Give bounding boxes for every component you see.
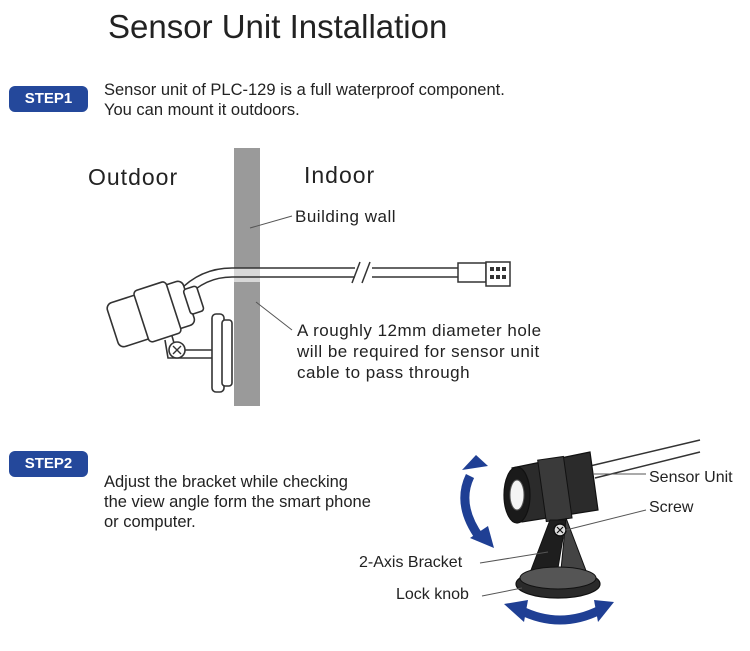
sensor-unit-perspective bbox=[503, 451, 599, 524]
screw-label: Screw bbox=[649, 499, 694, 516]
cable-break bbox=[351, 261, 361, 284]
step1-badge: STEP1 bbox=[9, 86, 88, 112]
step2-badge: STEP2 bbox=[9, 451, 88, 477]
pan-arrow-icon bbox=[504, 600, 614, 625]
sensor-unit-label: Sensor Unit bbox=[649, 469, 733, 486]
step2-description: Adjust the bracket while checking the vi… bbox=[104, 473, 371, 531]
wall-hole bbox=[234, 268, 260, 282]
hole-note: A roughly 12mm diameter hole will be req… bbox=[297, 321, 542, 382]
page-title: Sensor Unit Installation bbox=[108, 8, 448, 45]
step1-description: Sensor unit of PLC-129 is a full waterpr… bbox=[104, 81, 505, 119]
outdoor-label: Outdoor bbox=[88, 164, 179, 190]
sensor-unit-side bbox=[106, 280, 205, 348]
wall-leader bbox=[249, 215, 293, 229]
indoor-label: Indoor bbox=[304, 162, 376, 188]
building-wall-label: Building wall bbox=[295, 207, 396, 226]
hole-leader bbox=[255, 301, 293, 331]
tilt-arrow-icon bbox=[460, 455, 494, 548]
lock-knob-label: Lock knob bbox=[396, 586, 469, 603]
bracket-label: 2-Axis Bracket bbox=[359, 554, 463, 571]
bracket-arm bbox=[164, 339, 222, 359]
